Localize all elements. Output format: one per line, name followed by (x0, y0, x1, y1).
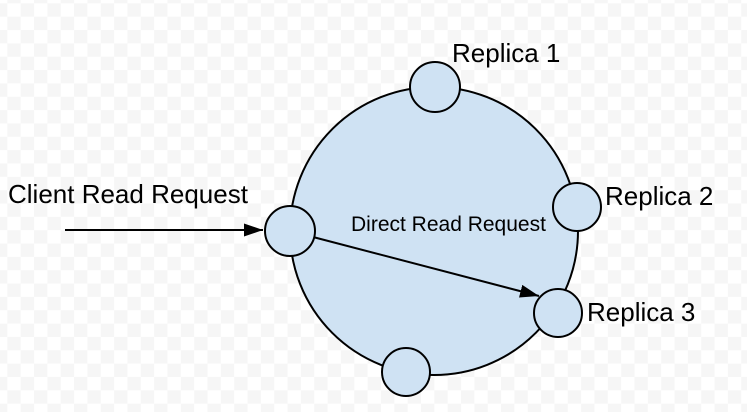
replica-3-label: Replica 3 (587, 297, 696, 327)
replica-2-label: Replica 2 (605, 181, 714, 211)
node-replica-2 (552, 182, 602, 232)
direct-read-request-arrow (312, 236, 540, 298)
node-bottom-unlabeled (381, 347, 431, 397)
node-left-entry (264, 205, 316, 257)
direct-read-request-label: Direct Read Request (351, 213, 546, 236)
client-read-request-label: Client Read Request (8, 179, 248, 209)
node-replica-3 (533, 288, 583, 338)
replica-1-label: Replica 1 (452, 38, 561, 68)
node-replica-1 (409, 61, 461, 113)
